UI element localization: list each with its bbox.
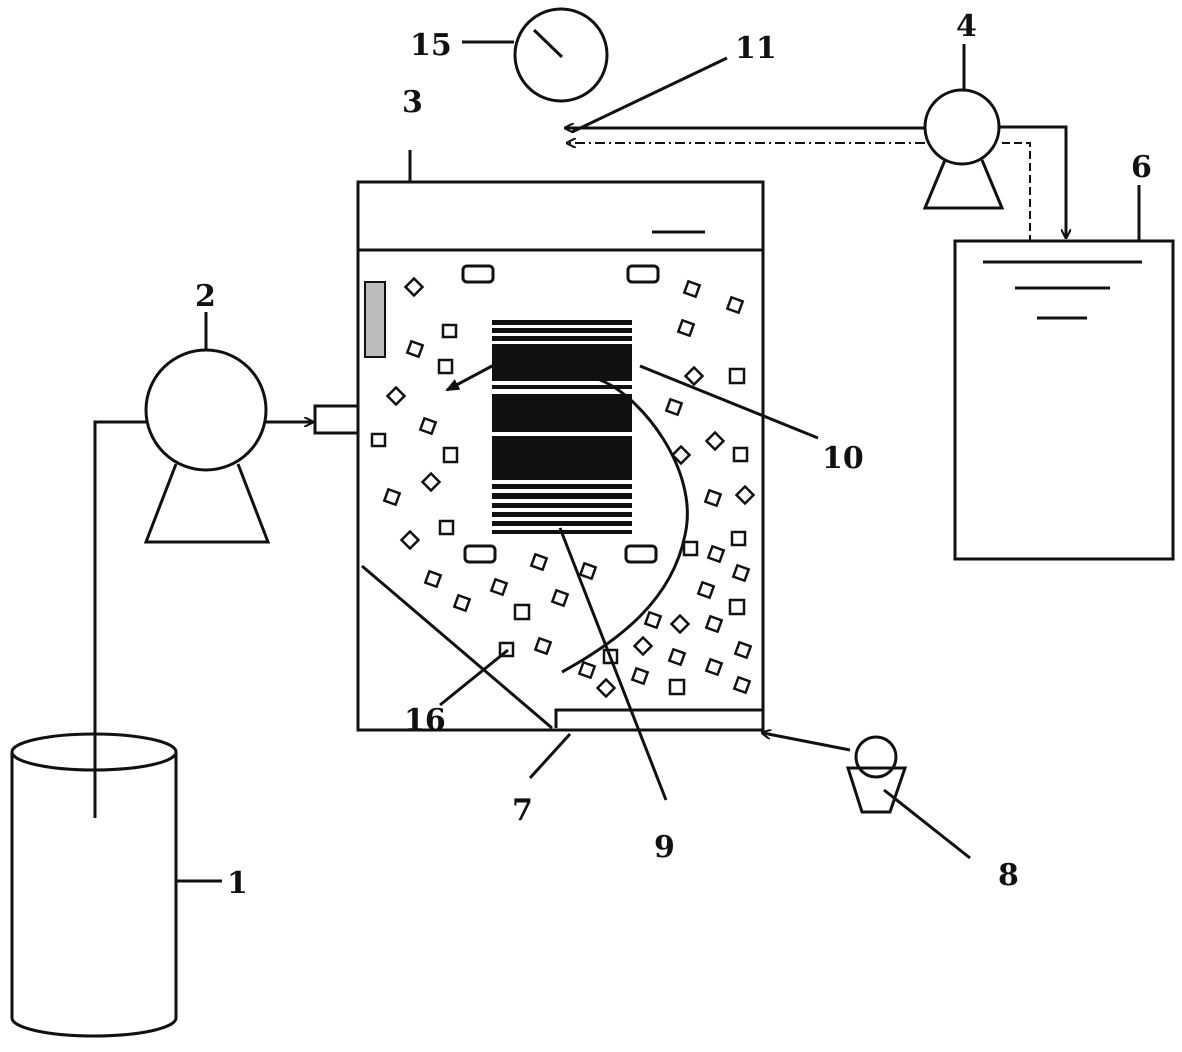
label-2: 2: [195, 279, 216, 314]
side-panel: [364, 281, 386, 358]
label-10: 10: [822, 441, 864, 476]
air-line: [763, 733, 851, 752]
label-8: 8: [998, 858, 1019, 893]
pump-to-tank-line: [999, 125, 1066, 237]
carrier-squares: [370, 323, 749, 696]
label-16: 16: [404, 703, 446, 738]
feed-pump: [143, 348, 271, 544]
circulation-flow: [561, 378, 689, 674]
carrier-diamonds: [382, 276, 756, 699]
label-6: 6: [1131, 150, 1152, 185]
reactor-inlet: [313, 404, 360, 435]
label-9: 9: [654, 830, 675, 865]
label-4: 4: [956, 9, 977, 44]
feed-tube: [93, 420, 148, 818]
label-3: 3: [402, 85, 423, 120]
air-pump: [845, 735, 908, 814]
permeate-tank: [953, 239, 1175, 561]
suction-pump: [922, 88, 1005, 210]
label-15: 15: [410, 28, 452, 63]
pressure-gauge: [513, 7, 609, 103]
carriers: [461, 264, 660, 564]
membrane-module: [492, 320, 632, 534]
label-11: 11: [735, 31, 777, 66]
leader-lines: [176, 40, 1141, 883]
tank-return-line: [1002, 142, 1031, 240]
circulation-arrow: [445, 363, 495, 392]
label-7: 7: [512, 793, 533, 828]
reactor: [356, 180, 765, 732]
label-1: 1: [227, 866, 248, 901]
